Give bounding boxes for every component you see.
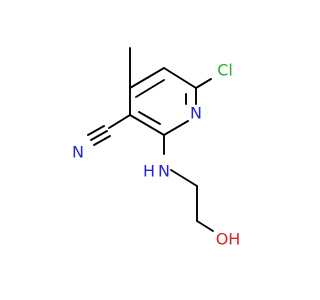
hydroxyl-label: OH [216,230,241,249]
ring-bond-c4-c5-inner [135,79,165,98]
chlorine-label: Cl [217,61,233,80]
nitrile-bond-single [108,114,131,129]
nitrile-bond-triple-c [93,135,111,146]
ring-nitrogen-label: N [190,104,202,123]
ring-bond-n1-c2 [163,120,189,136]
chloro-bond [195,78,212,89]
nitrile-bond-triple-a [90,130,108,141]
ring-bond-c2-c3 [129,114,165,136]
hydroxyl-bond [196,220,214,232]
amine-nitrogen-label: N [158,162,170,181]
ring-bond-c4-c5 [129,67,165,89]
ethyl-bond-1 [170,169,198,187]
molecule-structure: Cl N N H N OH [72,47,241,249]
nitrile-bond-triple-b [87,125,105,136]
amine-hydrogen-label: H [143,162,155,181]
nitrile-nitrogen-label: N [72,143,84,162]
ring-bond-c5-c6 [163,67,197,89]
ring-bond-c2-c3-inner [138,111,161,125]
